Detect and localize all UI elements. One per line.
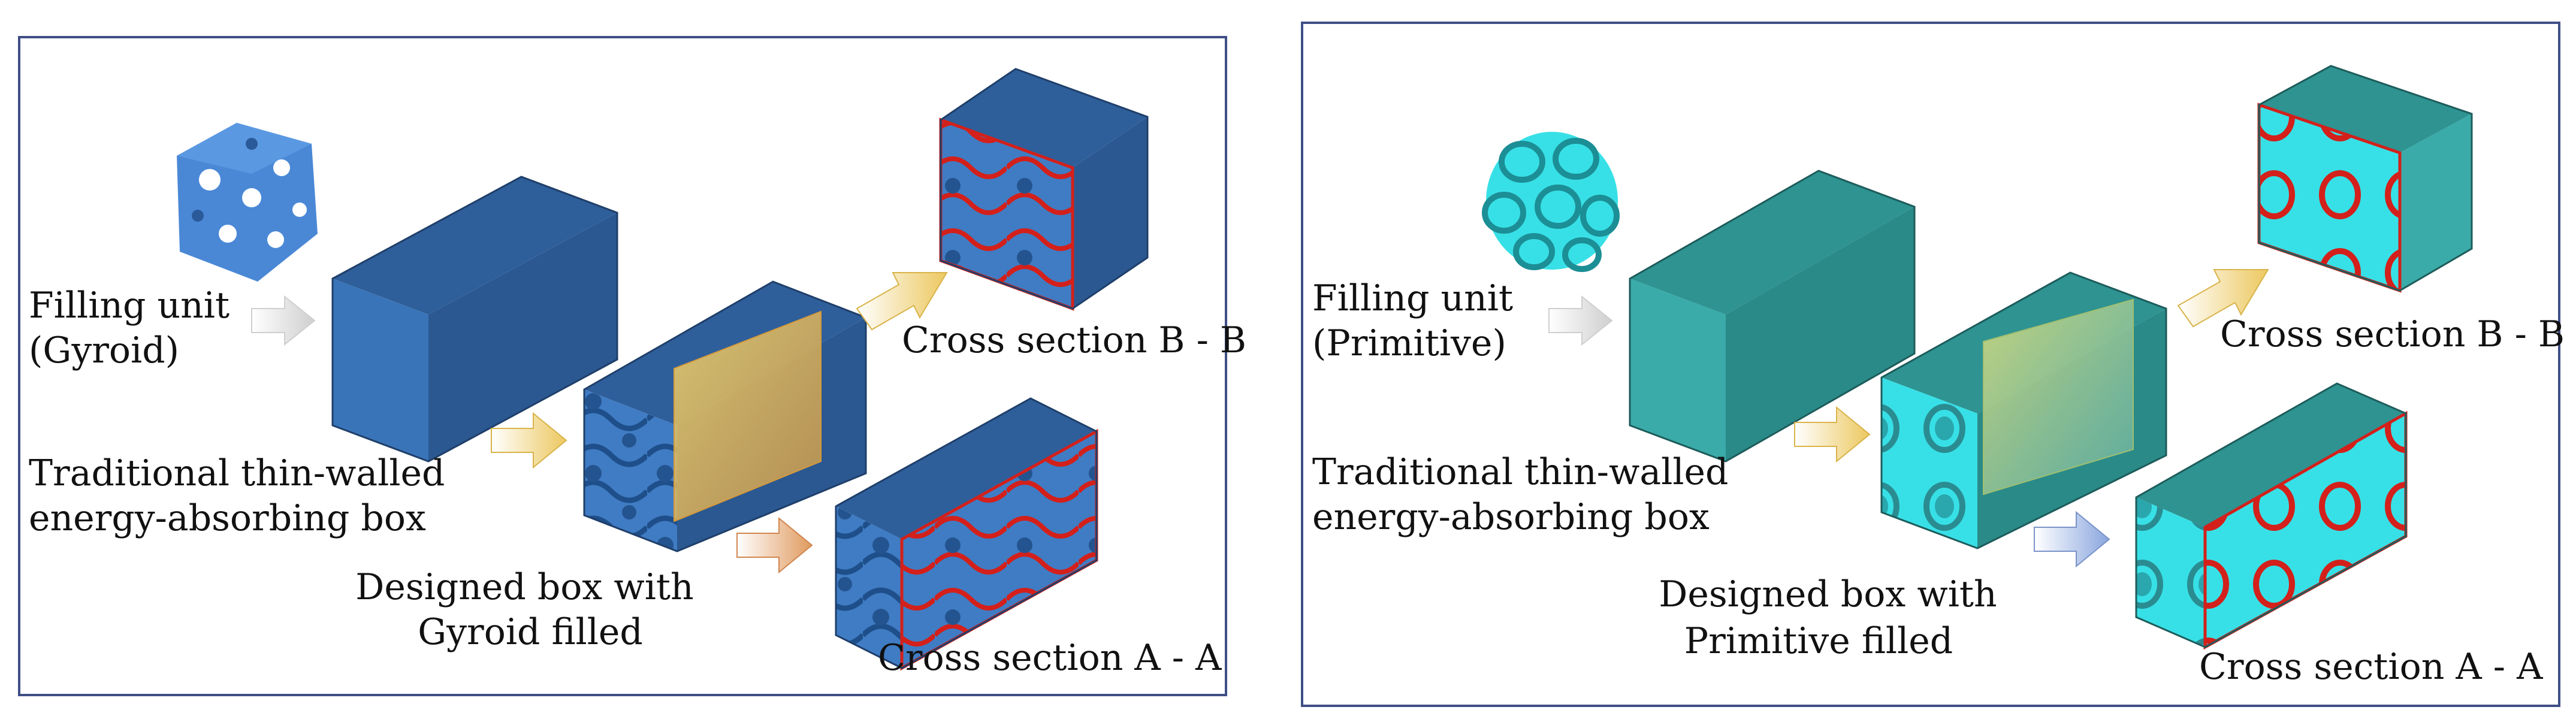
gyroid-designed-box-line1: Designed box with — [355, 566, 693, 608]
primitive-traditional-box-line2: energy-absorbing box — [1312, 496, 1710, 538]
panel-primitive: Filling unit (Primitive) Traditional thi… — [1301, 22, 2565, 707]
primitive-designed-box-label: Designed box with Primitive filled — [1659, 573, 2008, 662]
gyroid-filling-unit-line2: (Gyroid) — [29, 330, 179, 371]
primitive-filling-unit-line1: Filling unit — [1312, 277, 1513, 319]
primitive-filling-unit-line2: (Primitive) — [1312, 322, 1506, 364]
gyroid-designed-box-line2: Gyroid filled — [418, 611, 643, 653]
gyroid-traditional-box-line1: Traditional thin-walled — [29, 452, 445, 494]
gyroid-traditional-box-label: Traditional thin-walled energy-absorbing… — [29, 452, 457, 539]
gyroid-filling-unit — [177, 123, 318, 282]
primitive-designed-box-line1: Designed box with — [1659, 573, 1997, 615]
primitive-section-b-label: Cross section B - B — [2220, 313, 2565, 355]
gyroid-designed-box — [583, 280, 867, 552]
arrow-to-section-a-icon — [736, 516, 813, 574]
primitive-traditional-box-label: Traditional thin-walled energy-absorbing… — [1312, 451, 1740, 538]
primitive-designed-box — [1880, 271, 2167, 549]
unit-arrow-icon — [251, 295, 316, 346]
gyroid-filling-unit-line1: Filling unit — [29, 285, 229, 327]
gyroid-designed-box-label: Designed box with Gyroid filled — [355, 566, 705, 653]
primitive-section-a-label: Cross section A - A — [2199, 646, 2543, 688]
panel-gyroid: Filling unit (Gyroid) Traditional thin-w… — [18, 36, 1246, 696]
panel-border — [1301, 22, 2560, 707]
arrow-to-section-a-icon — [2034, 510, 2110, 568]
primitive-filling-unit-label: Filling unit (Primitive) — [1312, 277, 1524, 364]
gyroid-traditional-box — [331, 176, 618, 463]
gyroid-traditional-box-line2: energy-absorbing box — [29, 497, 426, 539]
primitive-section-b-box — [2257, 65, 2473, 293]
unit-arrow-icon — [1548, 295, 1613, 346]
gyroid-filling-unit-label: Filling unit (Gyroid) — [29, 285, 241, 371]
arrow-to-section-b-icon — [856, 272, 948, 331]
panel-border — [18, 36, 1227, 696]
gyroid-section-b-box — [939, 68, 1149, 311]
primitive-designed-box-line2: Primitive filled — [1684, 620, 1953, 662]
gyroid-section-a-box — [835, 397, 1098, 671]
arrow-to-section-b-icon — [2177, 269, 2269, 328]
primitive-traditional-box — [1629, 170, 1916, 463]
primitive-traditional-box-line1: Traditional thin-walled — [1312, 451, 1728, 493]
gyroid-section-a-label: Cross section A - A — [878, 637, 1222, 679]
arrow-to-designed-icon — [1794, 406, 1871, 463]
gyroid-section-b-label: Cross section B - B — [902, 319, 1246, 361]
arrow-to-designed-icon — [491, 412, 567, 469]
primitive-section-a-box — [2135, 382, 2408, 650]
primitive-filling-unit — [1482, 132, 1620, 272]
